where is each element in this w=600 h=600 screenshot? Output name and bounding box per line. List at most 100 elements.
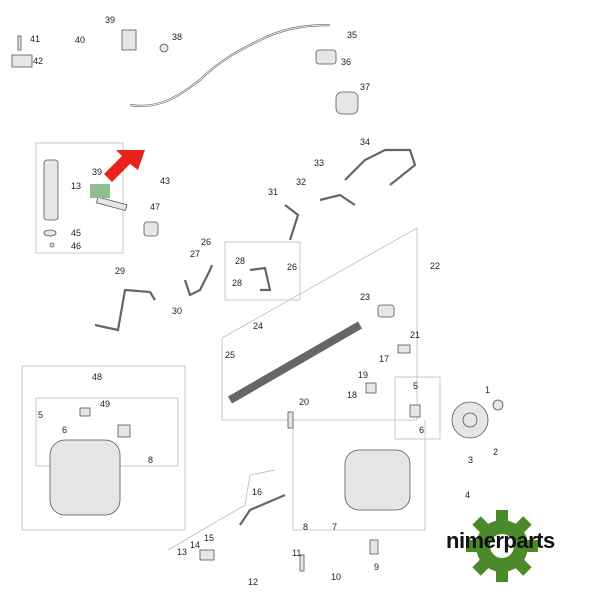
callout-31: 31 bbox=[268, 187, 278, 197]
callout-38: 38 bbox=[172, 32, 182, 42]
callout-49: 49 bbox=[100, 399, 110, 409]
callout-3: 3 bbox=[468, 455, 473, 465]
callout-46: 46 bbox=[71, 241, 81, 251]
hp-pump-left bbox=[49, 439, 121, 516]
nut-38 bbox=[159, 43, 169, 53]
pump-kit-leader bbox=[167, 469, 276, 551]
callout-11: 11 bbox=[292, 548, 301, 558]
callout-1: 1 bbox=[485, 385, 490, 395]
callout-5: 5 bbox=[413, 381, 418, 391]
fuel-sensor-5 bbox=[409, 404, 421, 418]
callout-20: 20 bbox=[299, 397, 309, 407]
hp-pump bbox=[344, 449, 411, 511]
gear-hub bbox=[462, 412, 478, 428]
pipe-31 bbox=[284, 204, 300, 241]
callout-22: 22 bbox=[430, 261, 440, 271]
pipe-29 bbox=[94, 288, 156, 332]
callout-6: 6 bbox=[62, 425, 67, 435]
pipe-34 bbox=[344, 148, 417, 186]
callout-13: 13 bbox=[177, 547, 187, 557]
bracket-40 bbox=[121, 29, 137, 51]
pipe-32 bbox=[319, 193, 356, 206]
callout-30: 30 bbox=[172, 306, 182, 316]
callout-15: 15 bbox=[204, 533, 214, 543]
callout-33: 33 bbox=[314, 158, 324, 168]
callout-5: 5 bbox=[38, 410, 43, 420]
pipe-30 bbox=[183, 264, 214, 297]
connector-35 bbox=[315, 49, 337, 65]
pipe-16 bbox=[239, 493, 286, 526]
valve-21 bbox=[397, 344, 411, 354]
callout-24: 24 bbox=[253, 321, 263, 331]
callout-17: 17 bbox=[379, 354, 389, 364]
callout-6: 6 bbox=[419, 425, 424, 435]
callout-19: 19 bbox=[358, 370, 368, 380]
callout-36: 36 bbox=[341, 57, 351, 67]
fitting-9 bbox=[369, 539, 379, 555]
pump-group-box bbox=[21, 365, 186, 531]
callout-35: 35 bbox=[347, 30, 357, 40]
common-rail bbox=[228, 321, 362, 404]
sleeve-47 bbox=[143, 221, 159, 237]
callout-4: 4 bbox=[465, 490, 470, 500]
callout-14: 14 bbox=[190, 540, 200, 550]
hp-pump-box bbox=[292, 420, 426, 531]
sensor-49 bbox=[117, 424, 131, 438]
red-arrow-indicator bbox=[104, 150, 145, 182]
callout-8: 8 bbox=[148, 455, 153, 465]
bolt-20 bbox=[287, 411, 294, 429]
seal-45 bbox=[43, 229, 57, 237]
bolt-41 bbox=[17, 35, 22, 51]
callout-39: 39 bbox=[92, 167, 102, 177]
callout-32: 32 bbox=[296, 177, 306, 187]
callout-42: 42 bbox=[33, 56, 43, 66]
callout-40: 40 bbox=[75, 35, 85, 45]
washer-46 bbox=[49, 242, 55, 248]
callout-48: 48 bbox=[92, 372, 102, 382]
callout-47: 47 bbox=[150, 202, 160, 212]
fuel-sensor-box bbox=[394, 376, 441, 440]
bolt-11 bbox=[299, 554, 305, 572]
clamp-42 bbox=[11, 54, 33, 68]
connector-37 bbox=[335, 91, 359, 115]
callout-8: 8 bbox=[303, 522, 308, 532]
callout-39: 39 bbox=[105, 15, 115, 25]
rail-group-box bbox=[221, 227, 418, 421]
callout-28: 28 bbox=[235, 256, 245, 266]
callout-41: 41 bbox=[30, 34, 40, 44]
callout-43: 43 bbox=[160, 176, 170, 186]
fitting-14 bbox=[199, 549, 215, 561]
callout-23: 23 bbox=[360, 292, 370, 302]
highlight-44 bbox=[90, 184, 110, 198]
callout-2: 2 bbox=[493, 447, 498, 457]
injector-group-box bbox=[35, 142, 124, 254]
callout-26: 26 bbox=[287, 262, 297, 272]
callout-29: 29 bbox=[115, 266, 125, 276]
wiring-harness bbox=[129, 23, 331, 108]
callout-21: 21 bbox=[410, 330, 420, 340]
callout-34: 34 bbox=[360, 137, 370, 147]
callout-16: 16 bbox=[252, 487, 262, 497]
nut-1 bbox=[492, 399, 504, 411]
sensor-5-left bbox=[79, 407, 91, 417]
connector-tube-44 bbox=[95, 196, 128, 212]
callout-10: 10 bbox=[331, 572, 341, 582]
callout-28: 28 bbox=[232, 278, 242, 288]
callout-27: 27 bbox=[190, 249, 200, 259]
callout-7: 7 bbox=[332, 522, 337, 532]
callout-45: 45 bbox=[71, 228, 81, 238]
callout-37: 37 bbox=[360, 82, 370, 92]
injector bbox=[43, 159, 59, 221]
callout-9: 9 bbox=[374, 562, 379, 572]
callout-12: 12 bbox=[248, 577, 258, 587]
nimerparts-logo-gear-icon bbox=[466, 510, 538, 582]
pressure-sensor-23 bbox=[377, 304, 395, 318]
callout-26: 26 bbox=[201, 237, 211, 247]
fitting-19 bbox=[365, 382, 377, 394]
logo-text: nimerparts bbox=[446, 528, 555, 553]
callout-25: 25 bbox=[225, 350, 235, 360]
callout-13: 13 bbox=[71, 181, 81, 191]
